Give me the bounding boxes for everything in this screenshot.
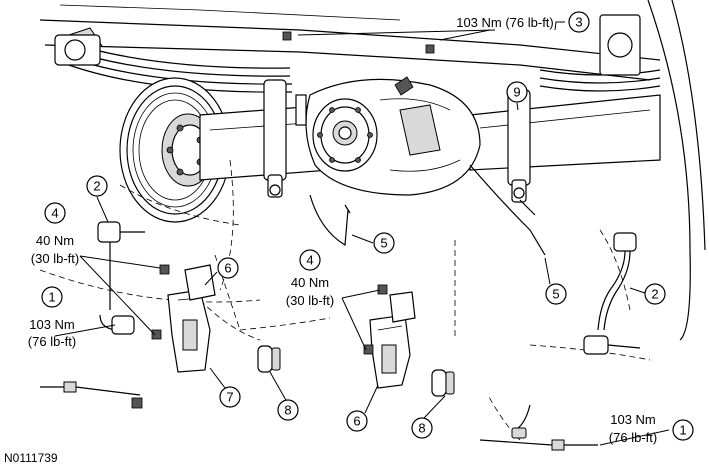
stabilizer-bar-bracket-center [369, 291, 416, 389]
callout-3: 3 [568, 11, 590, 33]
torque-left-103-lbft: (76 lb-ft) [28, 334, 76, 349]
callout-2-left: 2 [86, 175, 108, 197]
svg-text:3: 3 [575, 15, 582, 30]
torque-left-40-lbft: (30 lb-ft) [31, 251, 79, 266]
callout-5-right: 5 [545, 283, 567, 305]
callout-6-right: 6 [346, 410, 368, 432]
callout-5-center: 5 [373, 232, 395, 254]
callouts: 3 9 2 4 6 5 4 1 [41, 11, 694, 441]
differential-bolts [317, 107, 373, 163]
figure-id: N0111739 [4, 451, 58, 465]
right-leaf-spring [539, 14, 661, 92]
stabilizer-bar-bracket-left [167, 264, 216, 373]
torque-left-40-nm: 40 Nm [36, 233, 74, 248]
torque-labels: 103 Nm (76 lb-ft) 40 Nm (30 lb-ft) 103 N… [28, 15, 657, 445]
brake-hoses [309, 164, 546, 256]
callout-9: 9 [506, 81, 528, 103]
callout-6-left: 6 [217, 257, 239, 279]
right-shock-absorber [507, 89, 531, 203]
nut-left-upper [159, 264, 170, 275]
nut-left-lower [151, 329, 162, 340]
svg-text:5: 5 [380, 236, 387, 251]
svg-text:7: 7 [226, 390, 233, 405]
svg-text:9: 9 [513, 85, 520, 100]
callout-7: 7 [219, 386, 241, 408]
svg-text:6: 6 [224, 261, 231, 276]
callout-4-center: 4 [299, 249, 321, 271]
callout-8-right: 8 [411, 417, 433, 439]
torque-left-103-nm: 103 Nm [29, 317, 75, 332]
stabilizer-bar-bushing-right [431, 369, 455, 397]
nut-top-center [425, 44, 435, 54]
leader-lines [54, 21, 670, 446]
nut-center-lower [363, 344, 374, 355]
stabilizer-link-left [97, 221, 145, 335]
svg-text:4: 4 [306, 253, 313, 268]
stabilizer-bar-bushing-left [257, 345, 281, 373]
svg-text:8: 8 [284, 403, 291, 418]
bolt-right-stud [511, 427, 527, 439]
callout-1-right: 1 [672, 419, 694, 441]
torque-center-40-nm: 40 Nm [291, 275, 329, 290]
svg-text:1: 1 [48, 290, 55, 305]
callout-1-left: 1 [41, 286, 63, 308]
svg-text:8: 8 [418, 421, 425, 436]
svg-text:1: 1 [679, 423, 686, 438]
svg-text:2: 2 [93, 179, 100, 194]
svg-text:2: 2 [651, 287, 658, 302]
stabilizer-bar [99, 314, 533, 431]
bolt-right-bottom [479, 439, 598, 451]
fasteners [40, 31, 598, 451]
vehicle-frame [39, 0, 706, 341]
left-leaf-spring [54, 27, 293, 93]
callout-8-left: 8 [277, 399, 299, 421]
nut-top [282, 31, 292, 41]
stabilizer-link-right [583, 232, 641, 355]
torque-right-103-lbft: (76 lb-ft) [609, 430, 657, 445]
bolt-left-bottom [40, 381, 143, 409]
svg-text:6: 6 [353, 414, 360, 429]
torque-right-103-nm: 103 Nm [610, 412, 656, 427]
torque-center-40-lbft: (30 lb-ft) [286, 293, 334, 308]
svg-text:4: 4 [51, 206, 58, 221]
torque-top: 103 Nm (76 lb-ft) [456, 15, 554, 30]
left-shock-stud [295, 94, 307, 126]
nut-center-upper [377, 284, 388, 295]
svg-text:5: 5 [552, 287, 559, 302]
callout-2-right: 2 [644, 283, 666, 305]
callout-4-left: 4 [44, 202, 66, 224]
left-shock-absorber [263, 79, 287, 198]
